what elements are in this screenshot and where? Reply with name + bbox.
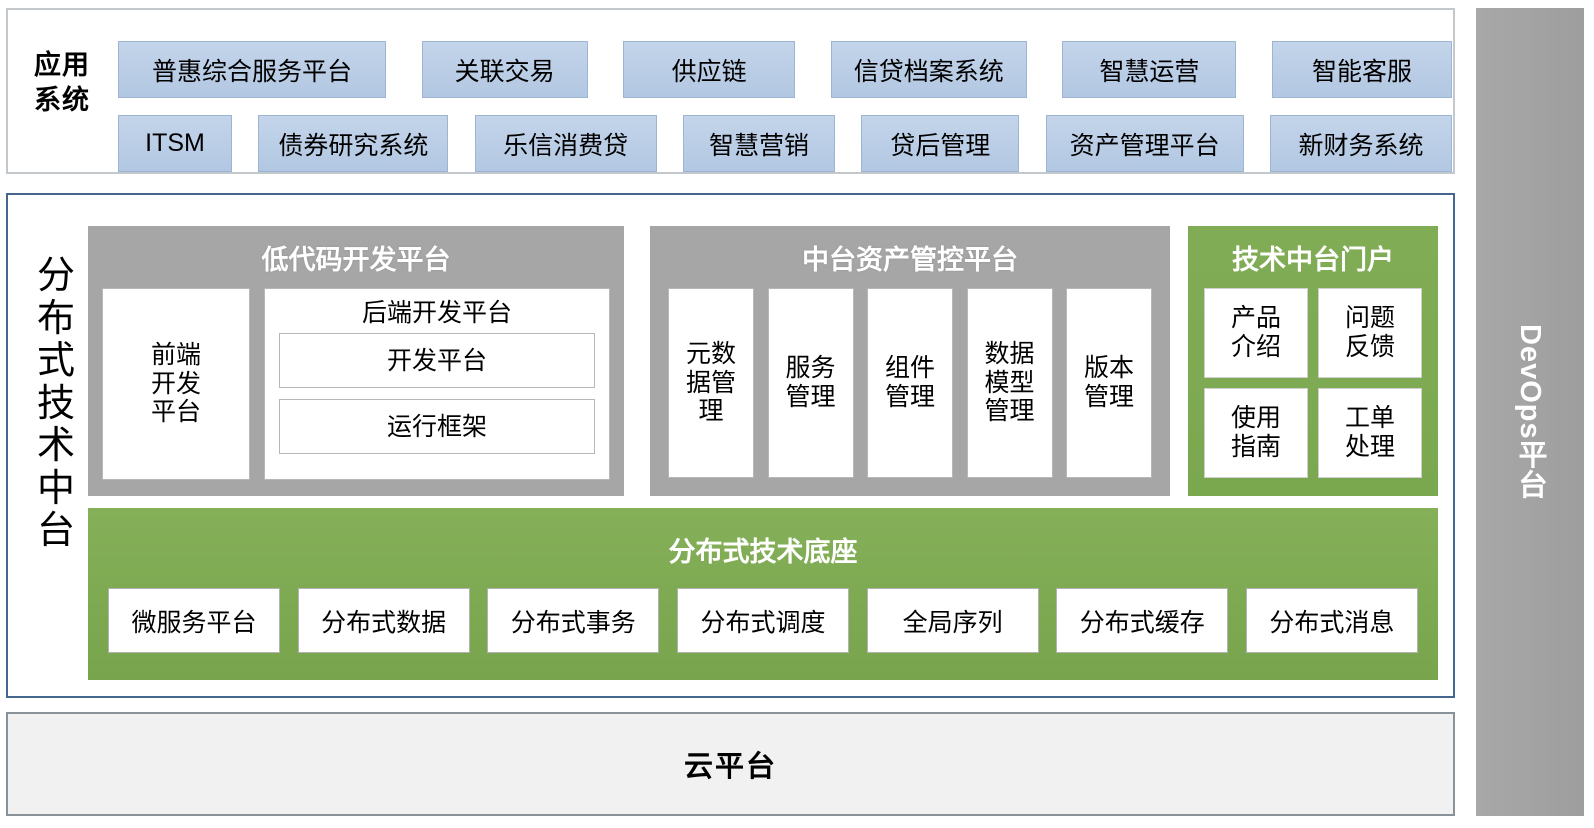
asset-control-platform-title: 中台资产管控平台 [802, 245, 1018, 275]
vertical-label-char: 台 [36, 510, 75, 553]
vertical-label-char: 术 [36, 425, 75, 468]
application-chip[interactable]: 智能客服 [1271, 41, 1452, 98]
asset-control-card[interactable]: 组件管理 [867, 288, 953, 478]
distributed-foundation-items: 微服务平台分布式数据分布式事务分布式调度全局序列分布式缓存分布式消息 [108, 588, 1418, 653]
application-chip[interactable]: ITSM [118, 115, 232, 172]
tech-portal-card[interactable]: 使用指南 [1204, 388, 1308, 478]
tech-portal-card[interactable]: 问题反馈 [1318, 288, 1422, 378]
application-chip[interactable]: 智慧运营 [1062, 41, 1237, 98]
application-chip[interactable]: 智慧营销 [682, 115, 835, 172]
distributed-foundation-group: 分布式技术底座 微服务平台分布式数据分布式事务分布式调度全局序列分布式缓存分布式… [88, 508, 1438, 680]
application-chip[interactable]: 普惠综合服务平台 [118, 41, 386, 98]
application-chip[interactable]: 债券研究系统 [258, 115, 449, 172]
foundation-chip[interactable]: 分布式缓存 [1056, 588, 1229, 653]
backend-dev-platform-items: 开发平台运行框架 [265, 327, 609, 454]
vertical-label-char: 布 [36, 297, 75, 340]
asset-control-card[interactable]: 服务管理 [767, 288, 854, 478]
asset-control-card[interactable]: 版本管理 [1066, 288, 1152, 478]
foundation-chip[interactable]: 分布式数据 [297, 588, 470, 653]
backend-dev-platform-title: 后端开发平台 [361, 299, 512, 327]
backend-sub-item[interactable]: 开发平台 [279, 333, 595, 388]
vertical-label-char: 技 [36, 382, 75, 425]
cloud-platform-title: 云平台 [683, 751, 777, 783]
application-row-secondary: ITSM 债券研究系统乐信消费贷智慧营销贷后管理资产管理平台新财务系统 [118, 115, 1452, 172]
application-chip[interactable]: 新财务系统 [1269, 115, 1452, 172]
tech-portal-group: 技术中台门户 产品介绍问题反馈使用指南工单处理 [1188, 226, 1438, 496]
low-code-platform-title: 低代码开发平台 [261, 245, 451, 275]
foundation-chip[interactable]: 分布式事务 [487, 588, 660, 653]
application-chip[interactable]: 乐信消费贷 [474, 115, 657, 172]
asset-control-platform-group: 中台资产管控平台 元数据管理服务管理组件管理数据模型管理版本管理 [650, 226, 1170, 496]
tech-portal-card[interactable]: 产品介绍 [1204, 288, 1308, 378]
asset-control-card[interactable]: 数据模型管理 [966, 288, 1053, 478]
application-systems-label: 应用 系统 [34, 50, 90, 116]
distributed-foundation-title: 分布式技术底座 [668, 537, 858, 567]
foundation-chip[interactable]: 全局序列 [866, 588, 1039, 653]
cloud-platform-panel: 云平台 [6, 712, 1455, 816]
foundation-chip[interactable]: 微服务平台 [108, 588, 280, 653]
vertical-label-char: 分 [36, 255, 75, 297]
application-row-primary: 普惠综合服务平台关联交易供应链信贷档案系统智慧运营智能客服 [118, 41, 1452, 98]
vertical-label-char: 中 [36, 467, 75, 510]
devops-platform-title: DevOps平台 [1514, 324, 1546, 500]
tech-portal-items: 产品介绍问题反馈使用指南工单处理 [1204, 288, 1422, 478]
application-chip[interactable]: 关联交易 [421, 41, 588, 98]
application-chip[interactable]: 资产管理平台 [1045, 115, 1244, 172]
application-chip[interactable]: 供应链 [623, 41, 796, 98]
vertical-label-char: 式 [36, 340, 75, 383]
frontend-dev-platform-card[interactable]: 前端开发平台 [102, 288, 250, 480]
frontend-dev-platform-label: 前端开发平台 [150, 341, 201, 427]
devops-platform-sidebar: DevOps平台 [1476, 8, 1584, 816]
tech-portal-title: 技术中台门户 [1232, 245, 1394, 275]
application-chip[interactable]: 贷后管理 [861, 115, 1020, 172]
foundation-chip[interactable]: 分布式调度 [676, 588, 849, 653]
backend-dev-platform-card[interactable]: 后端开发平台 开发平台运行框架 [264, 288, 610, 480]
asset-control-card[interactable]: 元数据管理 [668, 288, 754, 478]
distributed-tech-platform-vertical-label: 分布式技术中台 [26, 255, 86, 553]
foundation-chip[interactable]: 分布式消息 [1245, 588, 1418, 653]
backend-sub-item[interactable]: 运行框架 [279, 399, 595, 454]
tech-portal-card[interactable]: 工单处理 [1318, 388, 1422, 478]
application-chip[interactable]: 信贷档案系统 [830, 41, 1027, 98]
application-systems-panel: 应用 系统 普惠综合服务平台关联交易供应链信贷档案系统智慧运营智能客服 ITSM… [6, 8, 1455, 174]
asset-control-items: 元数据管理服务管理组件管理数据模型管理版本管理 [668, 288, 1152, 478]
low-code-platform-group: 低代码开发平台 前端开发平台 后端开发平台 开发平台运行框架 [88, 226, 624, 496]
